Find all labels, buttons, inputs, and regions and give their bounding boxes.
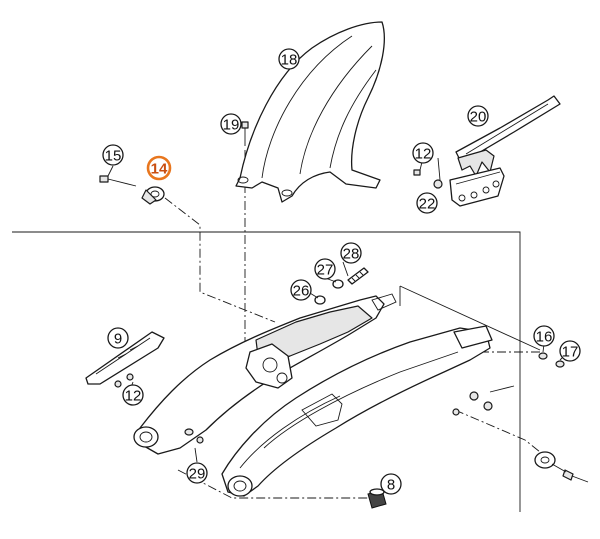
callout-label: 9 xyxy=(114,331,122,348)
callout-label: 15 xyxy=(105,148,122,165)
callout-label: 12 xyxy=(125,388,142,405)
bolt-16 xyxy=(538,352,548,360)
bushing-29 xyxy=(184,428,204,444)
callout-26[interactable]: 26 xyxy=(290,279,312,301)
callout-18[interactable]: 18 xyxy=(278,48,300,70)
callout-label: 27 xyxy=(317,262,334,279)
screw-19 xyxy=(241,121,249,146)
callout-label: 12 xyxy=(415,146,432,163)
callout-15[interactable]: 15 xyxy=(102,144,124,166)
callout-20[interactable]: 20 xyxy=(467,105,489,127)
chain-guard xyxy=(455,95,561,177)
stud-28 xyxy=(347,267,369,285)
callout-16[interactable]: 16 xyxy=(533,325,555,347)
callout-29[interactable]: 29 xyxy=(186,462,208,484)
callout-8[interactable]: 8 xyxy=(380,473,402,495)
rear-fender xyxy=(235,21,385,203)
assembly-frame xyxy=(12,231,541,512)
callout-label: 17 xyxy=(562,344,579,361)
chain-slider-9 xyxy=(85,331,165,388)
callout-19[interactable]: 19 xyxy=(220,113,242,135)
callout-label: 8 xyxy=(387,477,395,494)
callout-12-top[interactable]: 12 xyxy=(412,142,434,164)
callout-label: 19 xyxy=(223,117,240,134)
callout-label: 22 xyxy=(419,196,436,213)
callout-label: 20 xyxy=(470,109,487,126)
bushing-14 xyxy=(141,186,165,205)
callout-28[interactable]: 28 xyxy=(340,242,362,264)
cap-8 xyxy=(367,488,387,509)
callout-9[interactable]: 9 xyxy=(107,327,129,349)
callout-label: 18 xyxy=(281,52,298,69)
callout-17[interactable]: 17 xyxy=(559,340,581,362)
callout-label: 28 xyxy=(343,246,360,263)
callout-14[interactable]: 14 xyxy=(146,155,172,181)
axle-adjuster xyxy=(534,451,589,483)
callout-27[interactable]: 27 xyxy=(314,258,336,280)
callout-label: 29 xyxy=(189,466,206,483)
chain-slider xyxy=(413,167,505,207)
nut-17 xyxy=(555,360,565,368)
callout-12-bottom[interactable]: 12 xyxy=(122,384,144,406)
bolt-15 xyxy=(99,175,137,187)
callout-22[interactable]: 22 xyxy=(416,192,438,214)
callout-label: 14 xyxy=(151,161,168,178)
swingarm xyxy=(133,293,515,497)
callout-label: 16 xyxy=(536,329,553,346)
callout-label: 26 xyxy=(293,283,310,300)
